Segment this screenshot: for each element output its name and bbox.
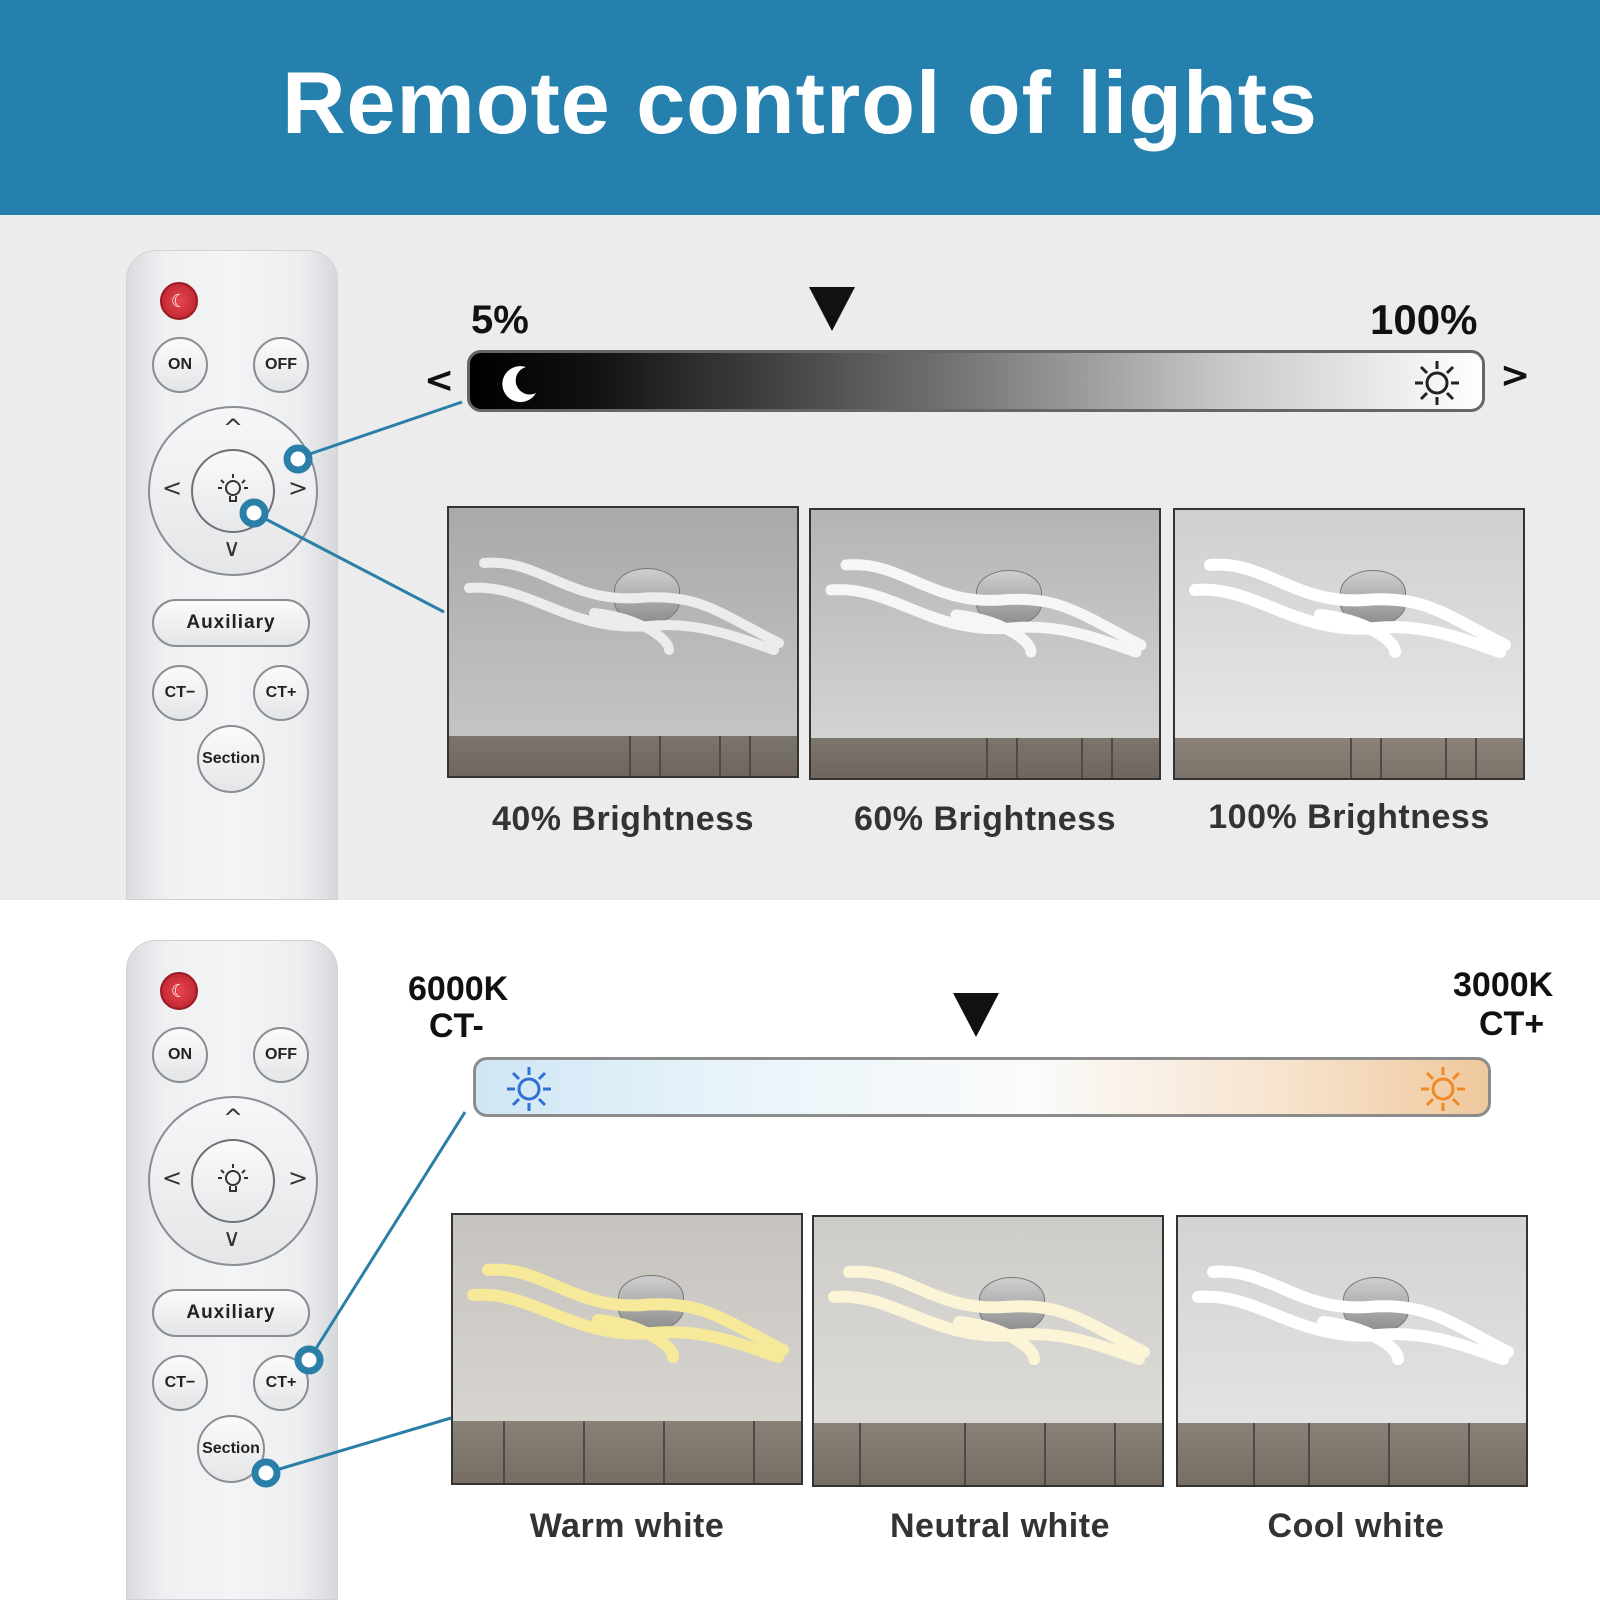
caption-brightness-60: 60% Brightness [853, 800, 1117, 838]
ct-minus-button[interactable]: CT− [152, 665, 208, 721]
photo-cool-white [1176, 1215, 1528, 1487]
ct-minus-button[interactable]: CT− [152, 1355, 208, 1411]
light-fixture-image [828, 1265, 1150, 1365]
on-button[interactable]: ON [152, 1027, 208, 1083]
color-temp-pointer [953, 993, 999, 1037]
left-arrow-button[interactable]: < [162, 1164, 183, 1192]
remote-control-bottom: ☾ ON OFF ^ ∨ < > Auxiliary CT− CT+ Secti… [126, 940, 338, 1600]
dpad: ^ ∨ < > [148, 406, 318, 576]
light-fixture-image [467, 1263, 789, 1363]
right-arrow-button[interactable]: > [288, 474, 309, 502]
dpad: ^ ∨ < > [148, 1096, 318, 1266]
header-banner: Remote control of lights [0, 0, 1600, 215]
brightness-right-arrow: > [1500, 355, 1531, 396]
down-arrow-button[interactable]: ∨ [223, 534, 241, 562]
brightness-gradient-bar [467, 350, 1485, 412]
light-fixture-image [825, 559, 1147, 658]
brightness-left-arrow: < [424, 360, 455, 401]
light-fixture-image [1192, 1265, 1514, 1365]
up-arrow-button[interactable]: ^ [223, 414, 244, 442]
photo-warm-white [451, 1213, 803, 1485]
callout-dot-ct-plus [294, 1345, 324, 1375]
color-temp-gradient-bar [473, 1057, 1491, 1117]
callout-dot-center [239, 498, 269, 528]
cool-kelvin-label: 6000K [408, 970, 509, 1008]
night-mode-button[interactable]: ☾ [160, 972, 198, 1010]
photo-brightness-60 [809, 508, 1161, 780]
brightness-pointer [809, 287, 855, 331]
caption-brightness-100: 100% Brightness [1208, 798, 1490, 836]
ct-plus-button[interactable]: CT+ [253, 665, 309, 721]
photo-brightness-100 [1173, 508, 1525, 780]
off-button[interactable]: OFF [253, 1027, 309, 1083]
ct-plus-label: CT+ [1479, 1005, 1545, 1043]
photo-neutral-white [812, 1215, 1164, 1487]
up-arrow-button[interactable]: ^ [223, 1104, 244, 1132]
section-button[interactable]: Section [197, 725, 265, 793]
auxiliary-button[interactable]: Auxiliary [152, 1289, 310, 1337]
brightness-min-label: 5% [471, 298, 529, 342]
warm-sun-icon [1421, 1067, 1465, 1111]
bulb-icon [218, 474, 248, 502]
light-toggle-button[interactable] [191, 1139, 275, 1223]
caption-warm-white: Warm white [529, 1507, 725, 1545]
remote-control-top: ☾ ON OFF ^ ∨ < > Auxiliary CT− CT+ Secti… [126, 250, 338, 900]
light-fixture-image [464, 557, 784, 655]
page-title: Remote control of lights [282, 53, 1318, 152]
down-arrow-button[interactable]: ∨ [223, 1224, 241, 1252]
warm-kelvin-label: 3000K [1453, 966, 1554, 1004]
brightness-max-label: 100% [1370, 296, 1478, 343]
moon-icon: ☾ [170, 290, 188, 311]
ct-minus-label: CT- [429, 1007, 484, 1045]
auxiliary-button[interactable]: Auxiliary [152, 599, 310, 647]
night-mode-button[interactable]: ☾ [160, 282, 198, 320]
left-arrow-button[interactable]: < [162, 474, 183, 502]
bulb-icon [218, 1164, 248, 1192]
callout-dot-section [251, 1458, 281, 1488]
caption-neutral-white: Neutral white [890, 1507, 1110, 1545]
sun-icon [1415, 361, 1459, 405]
cool-sun-icon [507, 1067, 551, 1111]
caption-brightness-40: 40% Brightness [491, 800, 755, 838]
moon-icon: ☾ [170, 980, 188, 1001]
moon-icon [502, 366, 536, 403]
light-fixture-image [1189, 558, 1511, 658]
callout-dot-arrows [283, 444, 313, 474]
caption-cool-white: Cool white [1267, 1507, 1445, 1545]
on-button[interactable]: ON [152, 337, 208, 393]
photo-brightness-40 [447, 506, 799, 778]
off-button[interactable]: OFF [253, 337, 309, 393]
right-arrow-button[interactable]: > [288, 1164, 309, 1192]
